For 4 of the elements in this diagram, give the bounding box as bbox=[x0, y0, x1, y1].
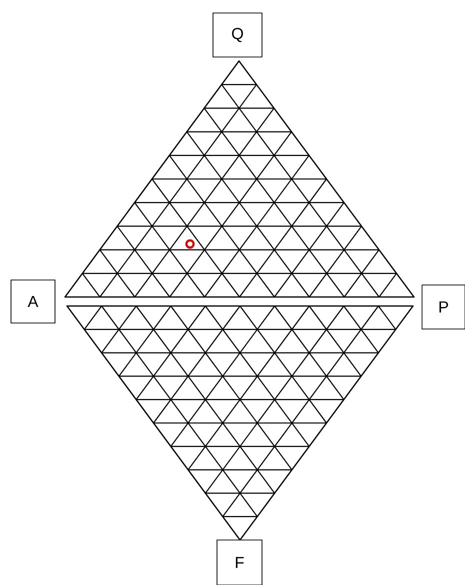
label-box: A bbox=[10, 280, 56, 324]
label-box: F bbox=[216, 540, 262, 585]
label-box: P bbox=[422, 284, 465, 330]
label-box: Q bbox=[212, 12, 262, 58]
